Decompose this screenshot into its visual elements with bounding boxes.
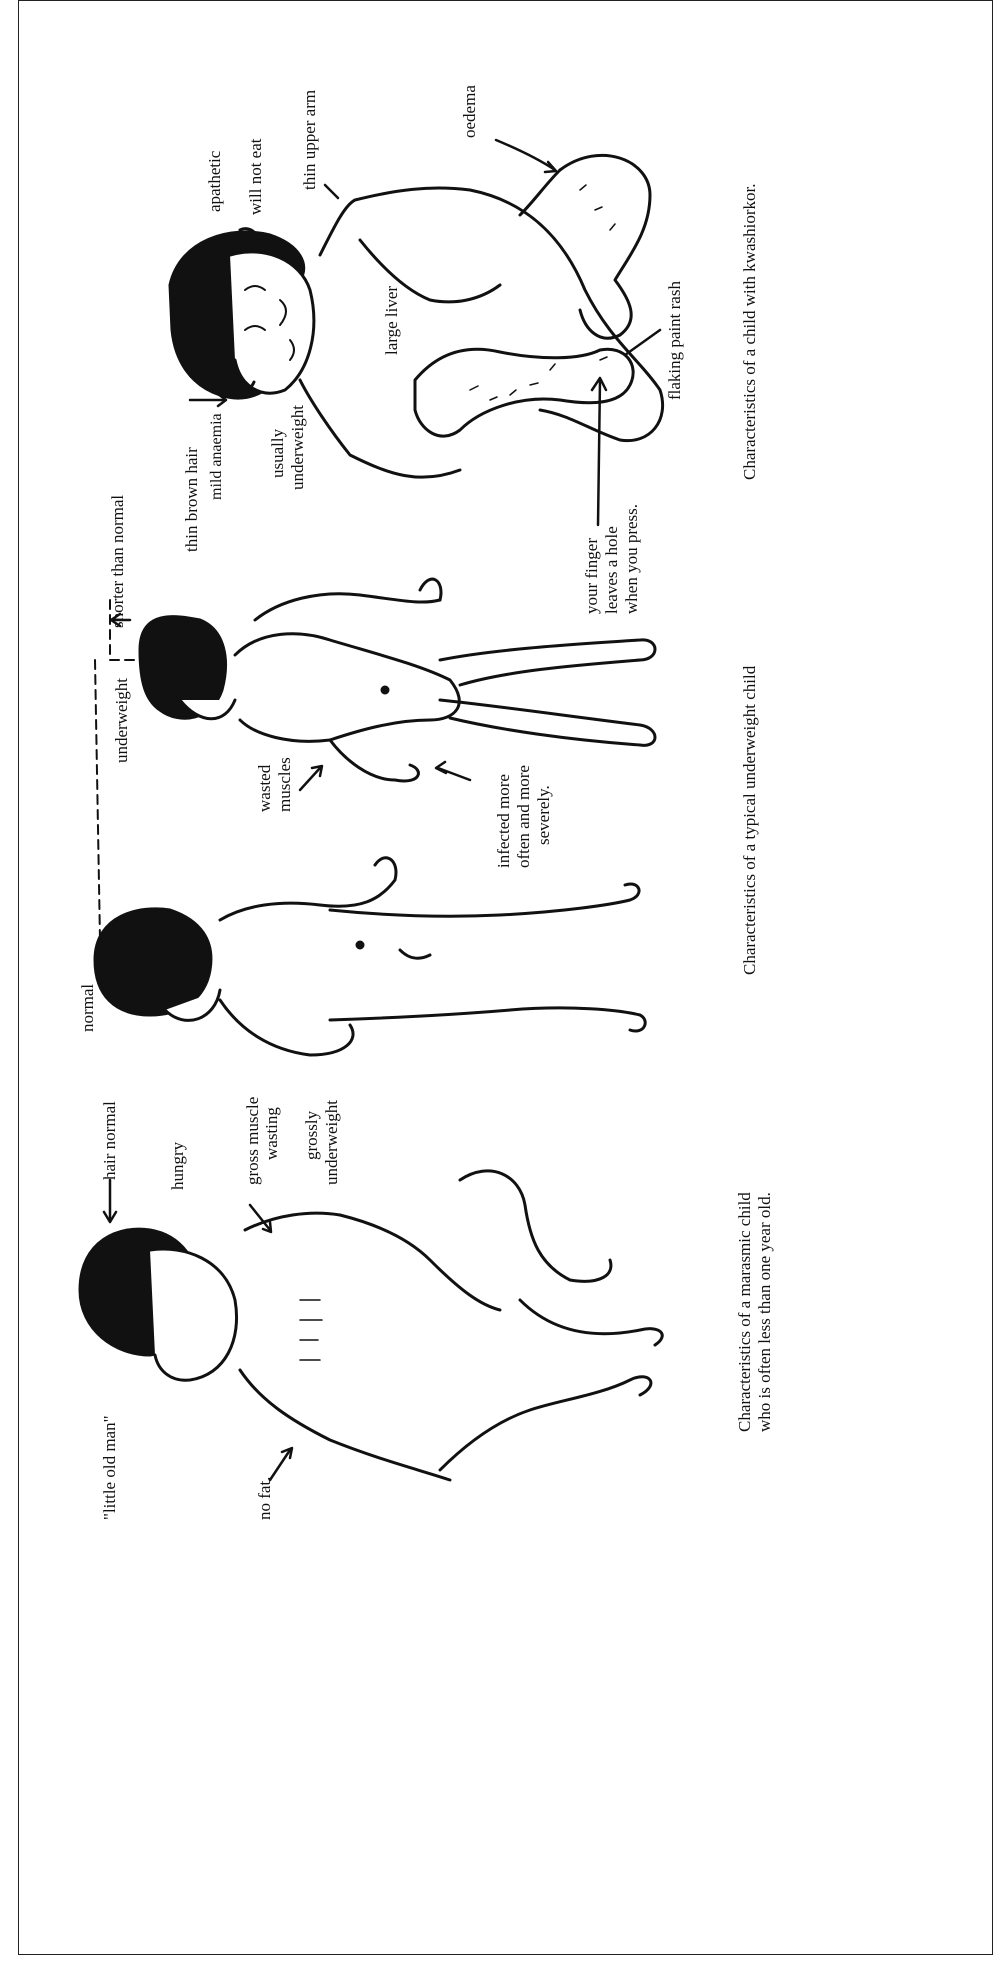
label-thin-upper-arm: thin upper arm <box>300 90 320 190</box>
label-infected-line3: severely. <box>534 785 554 845</box>
label-gross-muscle: gross muscle <box>243 1097 263 1185</box>
label-usually: usually <box>268 429 288 478</box>
label-mild-anaemia: mild anaemia <box>207 413 226 500</box>
label-infected-line1: infected more <box>494 774 514 868</box>
normal-child-drawing <box>95 858 645 1055</box>
label-wasted: wasted <box>255 765 275 812</box>
label-flaking-paint-rash: flaking paint rash <box>665 281 685 400</box>
label-normal: normal <box>78 984 98 1032</box>
label-infected-line2: often and more <box>514 765 534 868</box>
label-no-fat: no fat. <box>255 1477 275 1520</box>
label-grossly: grossly <box>302 1111 322 1160</box>
label-shorter-than-normal: shorter than normal <box>108 495 128 628</box>
caption-kwashiorkor: Characteristics of a child with kwashior… <box>740 184 760 480</box>
marasmic-child-drawing <box>80 1171 662 1480</box>
label-large-liver: large liver <box>382 286 402 355</box>
label-underweight-child: underweight <box>112 678 132 763</box>
label-will-not-eat: will not eat <box>246 139 266 215</box>
label-thin-brown-hair: thin brown hair <box>182 447 202 552</box>
label-oedema: oedema <box>460 85 480 138</box>
label-finger-line1: your finger <box>582 538 602 614</box>
underweight-child-drawing <box>95 579 655 940</box>
caption-marasmus-line1: Characteristics of a marasmic child <box>735 1192 755 1432</box>
kwashiorkor-child-drawing <box>170 140 663 525</box>
caption-marasmus-line2: who is often less than one year old. <box>755 1192 775 1432</box>
label-muscles: muscles <box>275 757 295 812</box>
label-hair-normal: hair normal <box>100 1101 120 1180</box>
label-finger-line2: leaves a hole <box>602 526 622 614</box>
label-underweight-kwash: underweight <box>288 405 308 490</box>
caption-underweight: Characteristics of a typical underweight… <box>740 666 760 975</box>
label-underweight-marasmus: underweight <box>322 1100 342 1185</box>
label-finger-line3: when you press. <box>622 504 642 614</box>
label-hungry: hungry <box>168 1142 188 1190</box>
label-little-old-man: "little old man" <box>100 1415 120 1520</box>
label-apathetic: apathetic <box>205 151 225 212</box>
label-wasting: wasting <box>262 1107 282 1160</box>
